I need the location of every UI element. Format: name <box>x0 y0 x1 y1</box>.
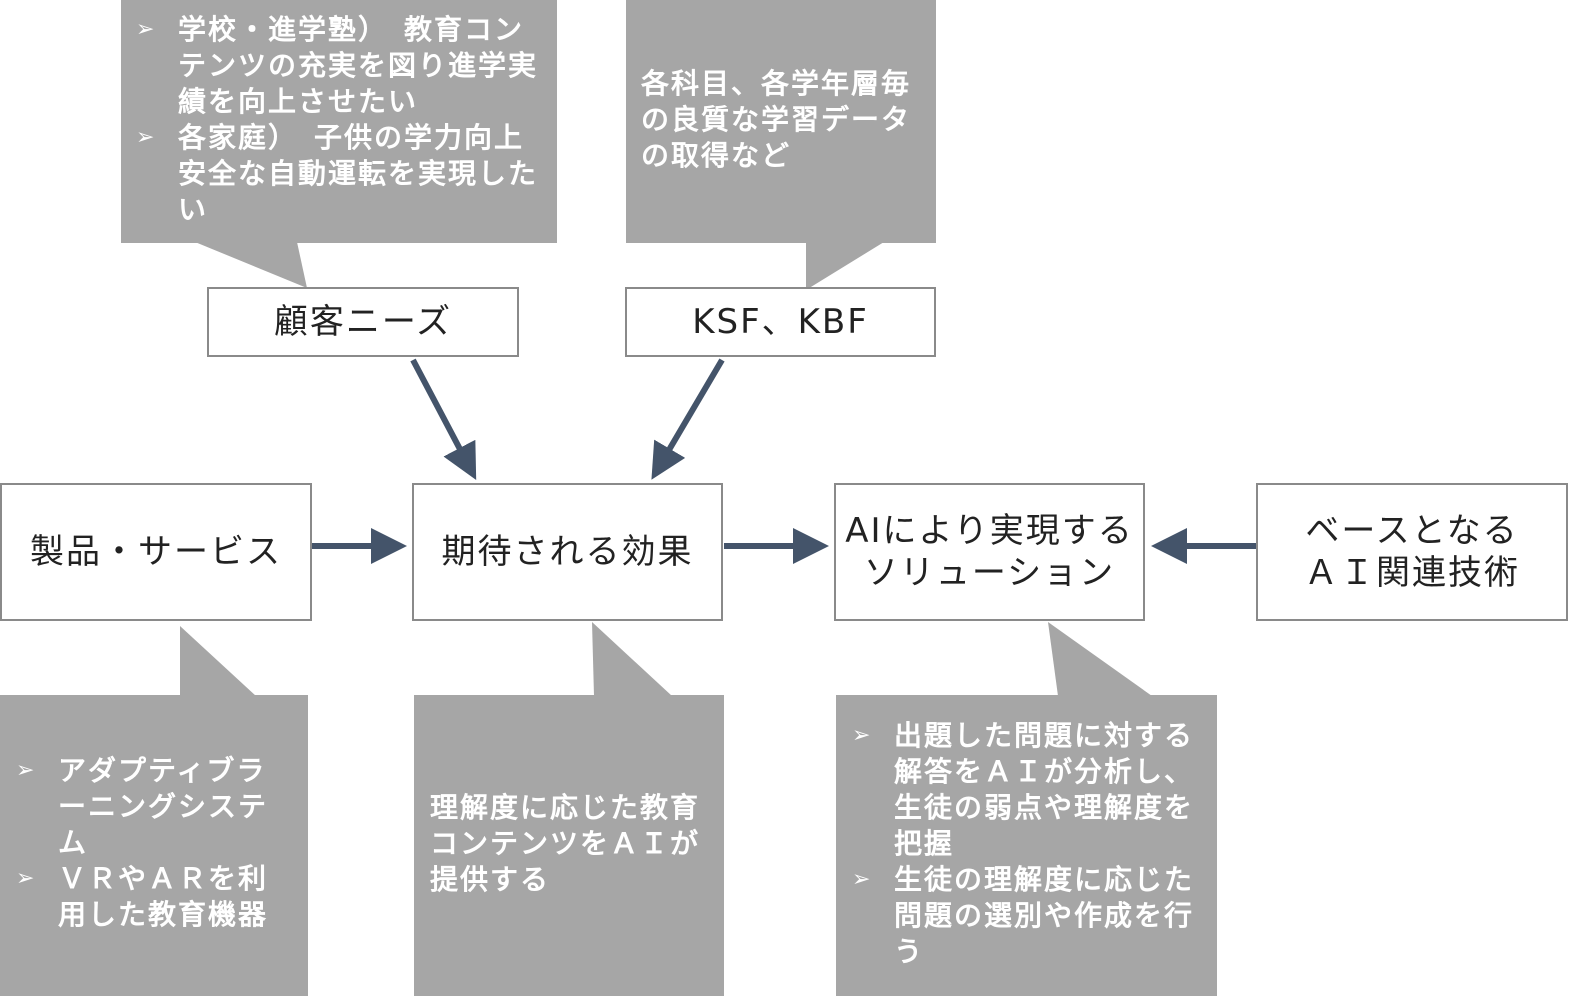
callout-customer-needs-item: ➢各家庭） 子供の学力向上安全な自動運転を実現したい <box>136 121 539 226</box>
callout-products-bg <box>0 695 308 996</box>
callout-solution-bg <box>836 695 1217 996</box>
callout-effect: 理解度に応じた教育コンテンツをＡＩが提供する <box>430 791 701 896</box>
bullet-arrow-icon: ➢ <box>852 723 873 748</box>
bullet-arrow-icon: ➢ <box>852 867 873 892</box>
box-products-services: 製品・サービス <box>0 483 312 621</box>
callout-pointer-products <box>180 626 256 696</box>
callout-solution-item: ➢生徒の理解度に応じた問題の選別や作成を行う <box>852 863 1195 968</box>
callout-solution-item: ➢出題した問題に対する解答をＡＩが分析し、生徒の弱点や理解度を把握 <box>852 719 1195 860</box>
bullet-arrow-icon: ➢ <box>16 866 37 891</box>
callout-products-item: ➢ＶＲやＡＲを利用した教育機器 <box>16 862 269 931</box>
callout-solution: ➢出題した問題に対する解答をＡＩが分析し、生徒の弱点や理解度を把握 ➢生徒の理解… <box>852 718 1204 970</box>
callout-ksf-bg <box>626 0 936 243</box>
callout-products: ➢アダプティブラーニングシステム ➢ＶＲやＡＲを利用した教育機器 <box>16 753 286 933</box>
box-ksf-kbf: KSF、KBF <box>625 287 936 357</box>
callout-effect-bg <box>414 695 724 996</box>
box-base-ai-tech: ベースとなる ＡＩ関連技術 <box>1256 483 1568 621</box>
callout-customer-needs-bg <box>121 0 557 243</box>
callout-products-item: ➢アダプティブラーニングシステム <box>16 754 269 859</box>
callout-pointer-solution <box>1048 622 1152 696</box>
callout-ksf: 各科目、各学年層毎の良質な学習データの取得など <box>641 67 912 172</box>
callout-customer-needs: ➢学校・進学塾） 教育コンテンツの充実を図り進学実績を向上させたい ➢各家庭） … <box>136 12 546 228</box>
bullet-arrow-icon: ➢ <box>136 17 157 42</box>
box-expected-effect: 期待される効果 <box>412 483 723 621</box>
arrow-ksf-to-effect <box>651 358 725 480</box>
bullet-arrow-icon: ➢ <box>136 125 157 150</box>
callout-customer-needs-item: ➢学校・進学塾） 教育コンテンツの充実を図り進学実績を向上させたい <box>136 13 539 118</box>
arrow-needs-to-effect <box>410 358 477 480</box>
box-ai-solution: AIにより実現する ソリューション <box>834 483 1145 621</box>
callout-pointer-ksf <box>806 242 884 290</box>
callout-pointer-effect <box>592 622 672 696</box>
callout-pointer-customer-needs <box>195 242 307 288</box>
bullet-arrow-icon: ➢ <box>16 758 37 783</box>
box-customer-needs: 顧客ニーズ <box>207 287 519 357</box>
